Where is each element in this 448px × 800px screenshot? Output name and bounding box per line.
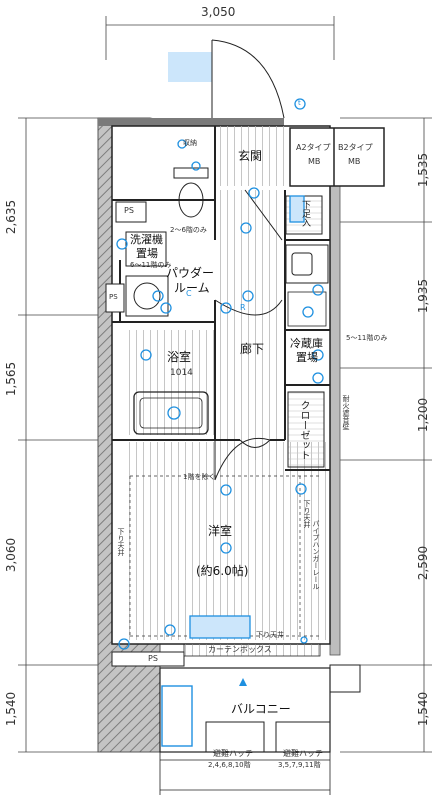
symbol-c: C <box>186 289 192 298</box>
room-western: 洋室 <box>208 524 233 538</box>
powder-note: 2～6階のみ <box>170 226 207 234</box>
room-hallway: 廊下 <box>240 342 265 356</box>
symbol-r: R <box>240 303 246 312</box>
symbol-t: t <box>298 99 301 107</box>
powder-label-1: パウダー <box>166 266 215 280</box>
mb-b-label-1: B2タイプ <box>338 143 373 152</box>
fire-wall-label: 耐火遮音壁 <box>342 395 350 430</box>
dimension-right-5: 1,540 <box>416 691 431 727</box>
pipe-rail-label: パイプハンガーレール <box>312 520 320 590</box>
laundry-note: 6～11階のみ <box>130 261 172 269</box>
fridge-label-1: 冷蔵庫 <box>290 337 323 350</box>
dimension-right-3: 1,200 <box>416 397 431 433</box>
ps-label-2: PS <box>109 293 118 301</box>
fridge-label-2: 置場 <box>296 351 318 364</box>
doors <box>211 39 285 481</box>
hatch-1-label-1: 避難ハッチ <box>213 749 253 758</box>
mb-b-label-2: MB <box>348 157 361 166</box>
dimension-left-1: 2,635 <box>4 199 19 235</box>
lowered-ceiling-label-3: 下り天井 <box>303 500 311 528</box>
hatch-2-label-1: 避難ハッチ <box>283 749 323 758</box>
room-entrance: 玄関 <box>238 149 263 163</box>
dimension-left-3: 3,060 <box>4 537 19 573</box>
lowered-ceiling-label-1: 下り天井 <box>256 631 284 639</box>
room-storage: 収納 <box>183 139 197 147</box>
dimension-right-2: 1,935 <box>416 278 431 314</box>
blue-fixtures <box>116 98 324 650</box>
ps-label-1: PS <box>124 206 134 215</box>
western-note: 1階を除く <box>183 473 216 481</box>
curtain-box-label: カーテンボックス <box>208 645 272 654</box>
dimension-left-4: 1,540 <box>4 691 19 727</box>
balcony-outline <box>159 664 361 795</box>
mb-a-label-1: A2タイプ <box>296 143 331 152</box>
laundry-label-2: 置場 <box>136 247 158 260</box>
hatch-2-label-2: 3,5,7,9,11階 <box>278 761 321 769</box>
dimension-lines <box>18 16 432 753</box>
dimension-right-1: 1,535 <box>416 152 431 188</box>
hatch-1-label-2: 2,4,6,8,10階 <box>208 761 251 769</box>
dashed-guides <box>129 475 320 637</box>
shoe-label: 下足入 <box>300 200 310 227</box>
mb-a-label-2: MB <box>308 157 321 166</box>
room-balcony: バルコニー <box>231 702 291 716</box>
western-size: (約6.0帖) <box>196 564 249 578</box>
entrance-approach <box>168 52 212 82</box>
laundry-label-1: 洗濯機 <box>130 233 163 246</box>
bath-size: 1014 <box>170 368 193 378</box>
fridge-note: 5～11階のみ <box>346 334 388 342</box>
powder-label-2: ルーム <box>174 281 210 295</box>
closet-label: クローゼット <box>298 400 309 460</box>
dimension-right-4: 2,590 <box>416 545 431 581</box>
dimension-top: 3,050 <box>201 5 236 19</box>
dimension-left-2: 1,565 <box>4 361 19 397</box>
lowered-ceiling-label-2: 下り天井 <box>117 528 125 556</box>
ps-label-3: PS <box>148 654 158 663</box>
room-bath: 浴室 <box>167 350 192 364</box>
